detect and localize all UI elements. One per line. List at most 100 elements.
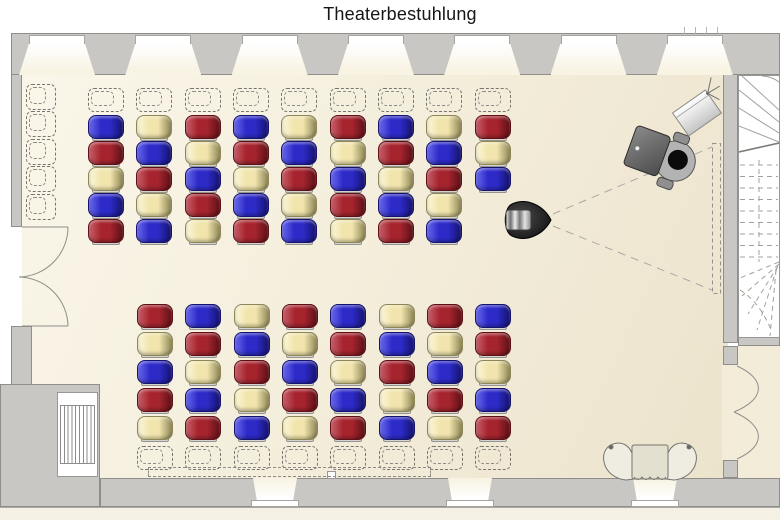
seat-red — [184, 192, 221, 217]
seat-blue — [281, 140, 318, 165]
seat-yellow — [88, 166, 124, 191]
window-sill — [241, 35, 298, 45]
seat-blue — [185, 388, 222, 412]
right-wall-stair-band — [723, 74, 738, 343]
window-recess-bottom — [448, 478, 492, 501]
seat-yellow — [378, 166, 415, 191]
ghost-chair — [26, 138, 56, 165]
window-sill — [29, 35, 85, 45]
ghost-chair — [426, 88, 463, 112]
window-tick — [684, 27, 685, 36]
ghost-chair — [281, 88, 318, 112]
seat-blue — [474, 166, 511, 191]
window-recess — [550, 44, 627, 75]
seat-yellow — [281, 332, 318, 356]
seat-blue — [426, 360, 463, 384]
seat-red — [474, 115, 511, 139]
seat-yellow — [136, 192, 173, 217]
wall-outlet-marker — [327, 471, 336, 479]
door-opening-floor — [722, 365, 738, 460]
seat-yellow — [185, 360, 222, 384]
seat-red — [233, 140, 270, 165]
seat-yellow — [137, 416, 173, 440]
ghost-chair — [26, 111, 56, 138]
seat-red — [378, 360, 415, 384]
window-recess — [19, 44, 95, 75]
seat-blue — [281, 360, 318, 384]
seat-red — [137, 304, 173, 328]
ghost-chair — [26, 166, 56, 193]
seat-red — [378, 140, 415, 165]
seat-yellow — [136, 115, 173, 139]
ghost-chair — [137, 446, 173, 470]
seat-blue — [330, 304, 367, 328]
seat-yellow — [378, 388, 415, 412]
seat-red — [475, 332, 512, 356]
window-sill — [560, 35, 617, 45]
room-floor — [22, 75, 728, 478]
seat-yellow — [233, 388, 270, 412]
window-sill — [135, 35, 192, 45]
seat-yellow — [184, 140, 221, 165]
seat-blue — [330, 388, 367, 412]
window-recess — [125, 44, 202, 75]
seat-yellow — [281, 192, 318, 217]
seat-blue — [475, 388, 512, 412]
seat-yellow — [426, 416, 463, 440]
seat-yellow — [329, 140, 366, 165]
seat-blue — [88, 192, 124, 217]
staircase — [738, 75, 780, 338]
seat-blue — [136, 218, 173, 243]
window-tick — [706, 27, 707, 36]
chair-storage-outline — [148, 467, 431, 477]
seat-red — [378, 218, 415, 243]
window-tick — [717, 27, 718, 36]
seat-yellow — [475, 360, 512, 384]
ghost-chair — [330, 446, 367, 470]
ghost-chair — [378, 446, 415, 470]
ghost-chair — [185, 446, 222, 470]
seat-red — [233, 360, 270, 384]
right-door-pillar-top — [723, 346, 738, 365]
seat-blue — [426, 218, 463, 243]
right-door-pillar-bottom — [723, 460, 738, 478]
seat-blue — [378, 416, 415, 440]
seat-red — [426, 304, 463, 328]
seat-red — [185, 416, 222, 440]
seat-red — [136, 166, 173, 191]
seat-blue — [378, 332, 415, 356]
window-sill — [347, 35, 404, 45]
seat-blue — [378, 192, 415, 217]
window-recess-bottom — [633, 478, 677, 501]
seat-red — [329, 115, 366, 139]
vestibule-floor — [738, 346, 780, 478]
seat-red — [185, 332, 222, 356]
seat-red — [88, 140, 124, 165]
seat-yellow — [426, 192, 463, 217]
ghost-chair — [26, 193, 56, 220]
seat-yellow — [233, 166, 270, 191]
seat-red — [330, 416, 367, 440]
seat-blue — [378, 115, 415, 139]
stair-bottom-wall — [738, 336, 780, 346]
seat-yellow — [330, 360, 367, 384]
window-recess — [231, 44, 308, 75]
seat-blue — [233, 115, 270, 139]
seat-yellow — [184, 218, 221, 243]
seat-red — [233, 218, 270, 243]
seat-blue — [426, 140, 463, 165]
window-recess — [444, 44, 521, 75]
left-wall-lower — [11, 326, 32, 386]
seat-yellow — [281, 416, 318, 440]
seat-blue — [88, 115, 124, 139]
seat-red — [281, 166, 318, 191]
seat-blue — [184, 166, 221, 191]
seat-yellow — [233, 304, 270, 328]
seat-red — [281, 388, 318, 412]
seat-red — [330, 332, 367, 356]
ghost-chair — [329, 88, 366, 112]
seat-blue — [233, 332, 270, 356]
seat-blue — [475, 304, 512, 328]
radiator-fins — [60, 405, 95, 464]
seat-yellow — [378, 304, 415, 328]
